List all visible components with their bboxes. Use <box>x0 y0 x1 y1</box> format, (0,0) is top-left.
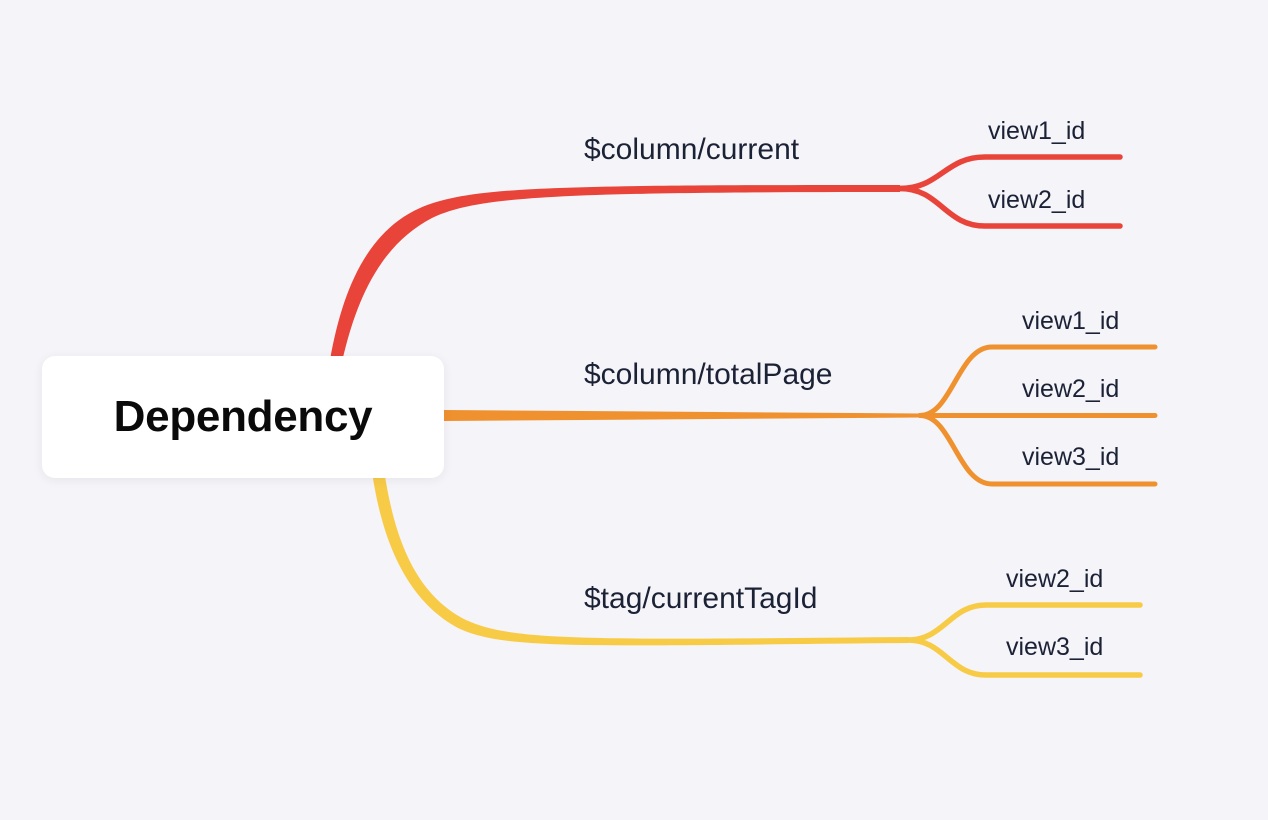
leaf-label-yellow-view3-id[interactable]: view3_id <box>1006 633 1104 661</box>
leaf-label-red-view1-id[interactable]: view1_id <box>988 117 1086 145</box>
leaf-label-orange-view1-id[interactable]: view1_id <box>1022 307 1120 335</box>
leaf-label-orange-view2-id[interactable]: view2_id <box>1022 375 1120 403</box>
leaf-label-red-view2-id[interactable]: view2_id <box>988 186 1086 214</box>
root-node[interactable]: Dependency <box>42 356 444 478</box>
branch-fork-red-0 <box>897 154 1123 192</box>
branch-connector-yellow <box>372 470 1143 678</box>
branch-label-column-current[interactable]: $column/current <box>584 133 800 166</box>
leaf-label-orange-view3-id[interactable]: view3_id <box>1022 443 1120 471</box>
branch-fork-yellow-0 <box>905 602 1143 643</box>
branch-label-tag-currenttagid[interactable]: $tag/currentTagId <box>584 582 818 615</box>
root-node-label: Dependency <box>113 392 373 441</box>
branch-fork-yellow-1 <box>905 637 1143 678</box>
leaf-label-yellow-view2-id[interactable]: view2_id <box>1006 565 1104 593</box>
branch-label-column-totalpage[interactable]: $column/totalPage <box>584 358 833 391</box>
branch-fork-orange-0 <box>917 344 1158 418</box>
branch-fork-red-1 <box>897 185 1123 229</box>
branch-connector-orange <box>444 344 1158 487</box>
branch-trunk-yellow <box>372 470 908 646</box>
branch-trunk-red <box>330 185 900 362</box>
branch-trunk-orange <box>444 410 920 421</box>
branch-fork-orange-2 <box>917 413 1158 487</box>
branch-connector-red <box>330 154 1123 362</box>
